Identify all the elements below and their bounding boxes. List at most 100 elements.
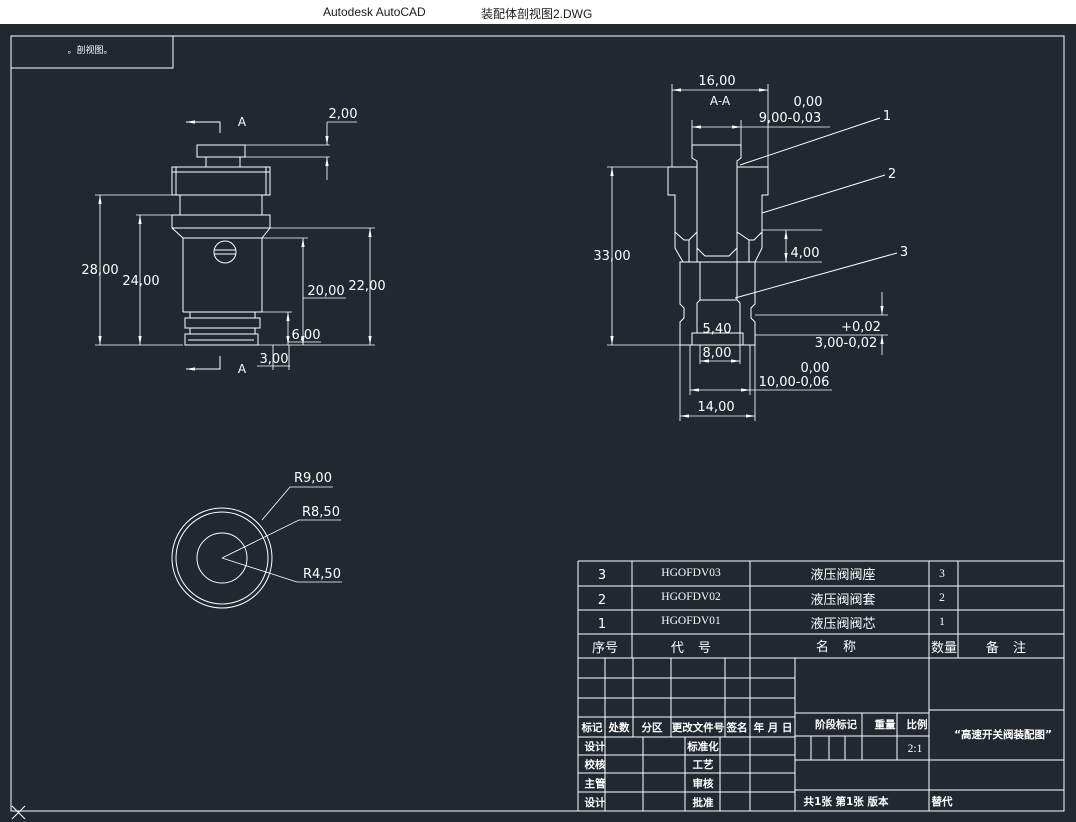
bom-header-name: 名 称 bbox=[816, 639, 856, 655]
bom-row-no: 3 bbox=[598, 568, 606, 583]
replaces-label: 替代 bbox=[932, 795, 953, 808]
dim-bore-9: 9,00-0,03 bbox=[759, 111, 822, 126]
dim-height-33: 33,00 bbox=[593, 249, 630, 264]
ucs-icon bbox=[11, 805, 26, 820]
bom-row: 2 HGOFDV02 液压阀阀套 2 bbox=[598, 591, 945, 608]
section-mark-top: A bbox=[238, 115, 247, 129]
sign-label-approve: 批准 bbox=[693, 796, 714, 809]
cross-hole bbox=[213, 240, 237, 264]
weight-label: 重量 bbox=[875, 718, 896, 731]
section-extension-lines bbox=[607, 84, 888, 421]
section-arrow-top bbox=[186, 120, 221, 133]
bom-header: 序号 代 号 名 称 数量 备 注 bbox=[592, 639, 1026, 656]
radius-leader-r9 bbox=[261, 486, 333, 521]
radius-r9: R9,00 bbox=[294, 471, 332, 486]
window-titlebar[interactable]: Autodesk AutoCAD 装配体剖视图2.DWG bbox=[0, 0, 1076, 24]
dim-bore-upper-dev: 0,00 bbox=[794, 95, 823, 110]
bom-row-no: 1 bbox=[598, 617, 606, 632]
bom-row-code: HGOFDV02 bbox=[661, 591, 721, 603]
document-title: 装配体剖视图2.DWG bbox=[481, 7, 593, 21]
bom-row-no: 2 bbox=[598, 593, 606, 608]
bom-header-code: 代 号 bbox=[671, 641, 711, 656]
front-view: A A 2,00 28,00 24,00 20,00 22,00 6,00 3,… bbox=[81, 107, 385, 376]
title-box-frame bbox=[10, 35, 174, 69]
stage-mark-label: 阶段标记 bbox=[815, 718, 857, 731]
radius-r4-5: R4,50 bbox=[303, 567, 341, 582]
seat-bore-lines bbox=[692, 299, 743, 346]
balloon-1: 1 bbox=[883, 109, 891, 124]
rev-header-change-doc: 更改文件号 bbox=[672, 721, 725, 734]
rev-header-signature: 签名 bbox=[726, 721, 748, 734]
dim-8: 8,00 bbox=[703, 346, 732, 361]
sign-label-review: 审核 bbox=[693, 777, 714, 790]
sign-label-standardization: 标准化 bbox=[686, 740, 719, 753]
bom-grid bbox=[577, 560, 1065, 811]
dim-overall-height: 28,00 bbox=[81, 263, 118, 278]
sheet-info: 共1张 第1张 版本 bbox=[804, 795, 889, 808]
part-2-sleeve-left bbox=[667, 166, 698, 241]
dim-4: 4,00 bbox=[791, 246, 820, 261]
middle-circle bbox=[175, 511, 269, 605]
dim-10-upper-dev: 0,00 bbox=[801, 361, 830, 376]
dim-body-height: 24,00 bbox=[122, 274, 159, 289]
balloon-leaders bbox=[734, 117, 898, 299]
bom-header-qty: 数量 bbox=[931, 641, 957, 656]
part-1-valve-core bbox=[691, 144, 742, 257]
drawing-title: “高速开关阀装配图” bbox=[954, 728, 1052, 741]
section-view-a-a: 16,00 A-A 0,00 9,00-0,03 1 2 3 33,00 4,0… bbox=[593, 74, 908, 421]
title-box-label: 。剖视图。 bbox=[67, 44, 112, 56]
radius-leader-r8-5 bbox=[221, 519, 341, 559]
dim-20: 20,00 bbox=[307, 284, 344, 299]
dim-leaders-section bbox=[741, 126, 832, 391]
title-block: 标记 处数 分区 更改文件号 签名 年 月 日 设计 标准化 校核 工艺 主管 … bbox=[578, 658, 1064, 812]
bom-row-code: HGOFDV01 bbox=[661, 615, 721, 627]
sign-label-design-2: 设计 bbox=[585, 796, 606, 809]
bom-row-name: 液压阀阀芯 bbox=[810, 617, 875, 632]
cross-hole-slot bbox=[214, 249, 236, 255]
dim-cap-thickness: 2,00 bbox=[329, 107, 358, 122]
rev-header-date: 年 月 日 bbox=[754, 721, 793, 734]
bom-row-qty: 1 bbox=[939, 616, 945, 628]
scale-label: 比例 bbox=[907, 718, 928, 731]
section-arrow-bottom bbox=[186, 356, 221, 371]
dim-22: 22,00 bbox=[348, 279, 385, 294]
bom-row-qty: 3 bbox=[939, 568, 945, 580]
dim-3-tolerance: 3,00-0,02 bbox=[815, 336, 878, 351]
scale-value: 2:1 bbox=[908, 743, 923, 755]
bom-header-no: 序号 bbox=[592, 641, 618, 656]
dim-5-40: 5,40 bbox=[703, 322, 732, 337]
front-extension-lines bbox=[95, 144, 375, 370]
bom-row: 3 HGOFDV03 液压阀阀座 3 bbox=[598, 567, 945, 583]
dim-14: 14,00 bbox=[697, 400, 734, 415]
title-block-grid bbox=[578, 658, 1064, 812]
drawing-frame bbox=[10, 35, 1065, 812]
sleeve-transition-lines bbox=[674, 232, 763, 263]
dim-width-16: 16,00 bbox=[698, 74, 735, 89]
bom-row-code: HGOFDV03 bbox=[661, 567, 721, 579]
section-title: A-A bbox=[710, 94, 731, 108]
outer-circle bbox=[171, 507, 273, 609]
dim-3-upper-dev: +0,02 bbox=[841, 320, 881, 335]
rev-header-count: 处数 bbox=[608, 721, 630, 734]
front-view-outline bbox=[171, 144, 271, 346]
dim-10-tolerance: 10,00-0,06 bbox=[759, 375, 830, 390]
top-view: R9,00 R8,50 R4,50 bbox=[171, 471, 342, 609]
bom-header-note: 备 注 bbox=[986, 640, 1026, 656]
bom-table: 3 HGOFDV03 液压阀阀座 3 2 HGOFDV02 液压阀阀套 2 1 … bbox=[577, 560, 1065, 811]
sign-label-supervisor: 主管 bbox=[585, 777, 606, 790]
title-box: 。剖视图。 bbox=[10, 35, 174, 69]
inner-circle bbox=[196, 532, 248, 584]
bom-row: 1 HGOFDV01 液压阀阀芯 1 bbox=[598, 615, 945, 632]
balloon-3: 3 bbox=[900, 245, 908, 260]
bom-row-name: 液压阀阀座 bbox=[810, 568, 875, 583]
dim-3: 3,00 bbox=[260, 352, 289, 367]
rev-header-zone: 分区 bbox=[642, 721, 663, 734]
part-2-sleeve-right bbox=[736, 166, 769, 241]
radius-leader-r4-5 bbox=[221, 557, 342, 583]
bom-row-qty: 2 bbox=[939, 592, 945, 604]
dim-leaders-front bbox=[257, 121, 357, 367]
sign-label-design: 设计 bbox=[585, 740, 606, 753]
dim-6: 6,00 bbox=[292, 328, 321, 343]
rev-header-mark: 标记 bbox=[581, 721, 603, 734]
